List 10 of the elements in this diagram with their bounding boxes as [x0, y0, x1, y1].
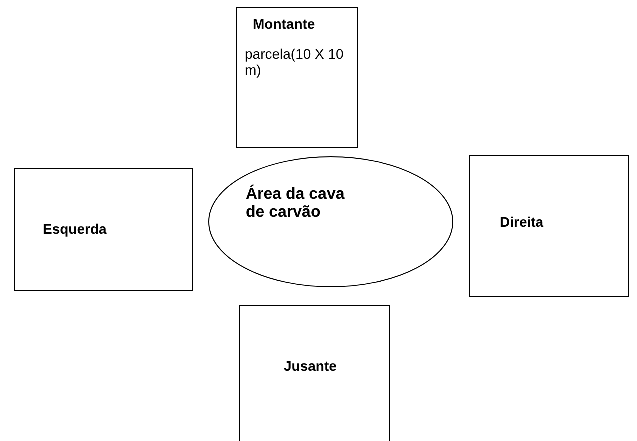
upstream-plot-box [236, 7, 358, 148]
box-label: Esquerda [43, 221, 108, 237]
area-label: Área da cava de carvão [246, 186, 346, 222]
left-plot-box [14, 168, 193, 291]
box-label: Direita [500, 214, 545, 230]
right-plot-box [469, 155, 629, 297]
box-label: Jusante [284, 358, 338, 374]
downstream-plot-box [239, 305, 390, 441]
box-heading: Montante [253, 16, 316, 32]
plot-size-text: parcela(10 X 10 m) [245, 46, 345, 78]
